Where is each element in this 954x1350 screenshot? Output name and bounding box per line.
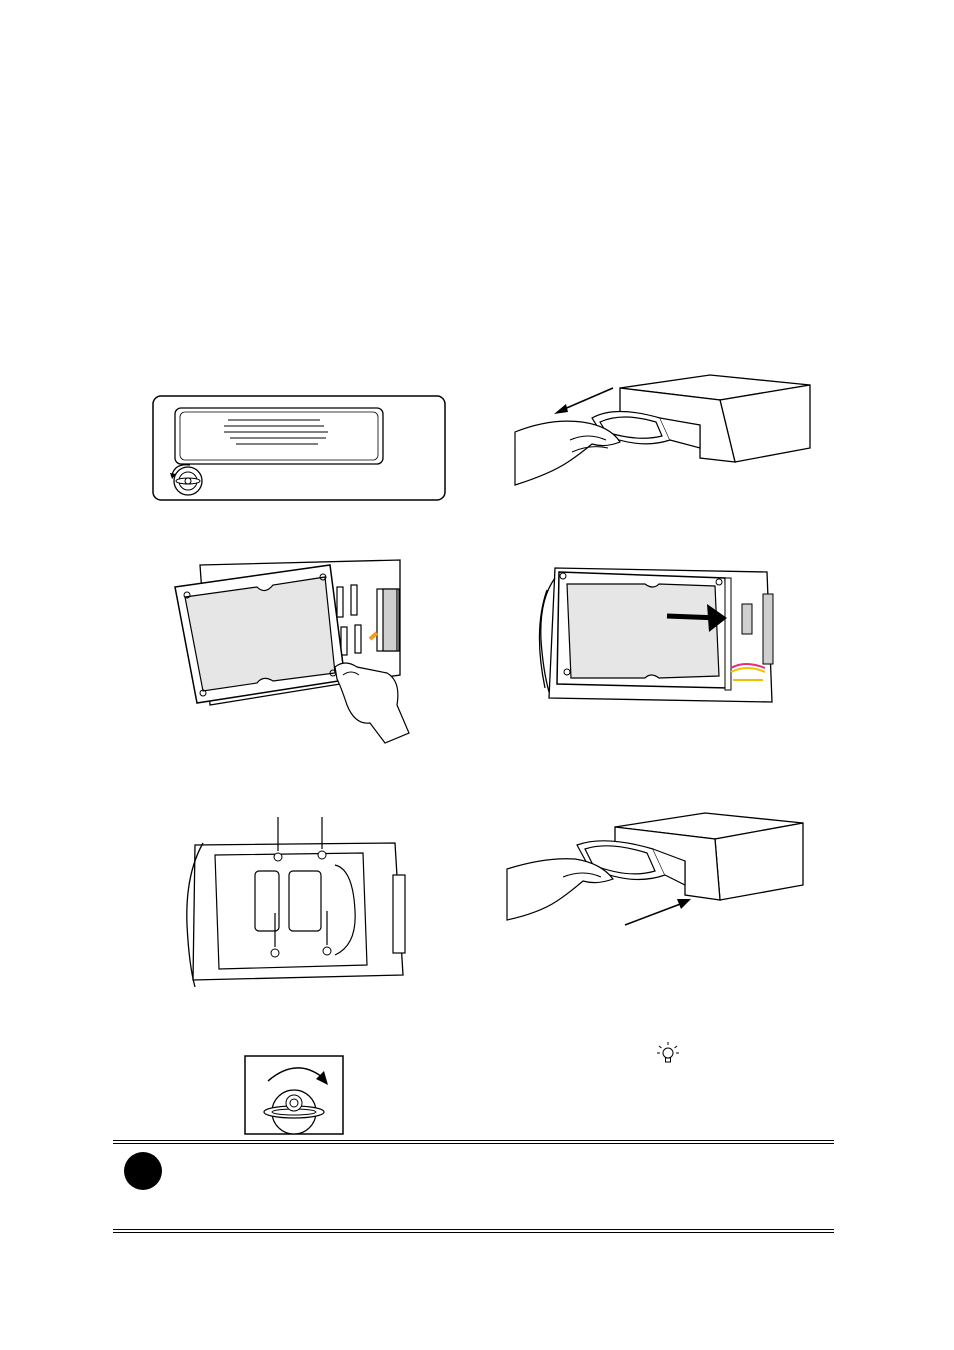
figure-lock-key (244, 1055, 344, 1135)
hdd-icon (175, 565, 345, 703)
hdd-icon (557, 572, 729, 688)
lightbulb-icon (655, 1040, 681, 1073)
figure-insert-hdd (165, 555, 410, 745)
figure-pull-out-tray (510, 370, 815, 490)
figure-front-panel (150, 393, 450, 505)
arrow-left-icon (554, 388, 613, 414)
note-bottom-rule (113, 1229, 834, 1233)
arrow-up-right-icon (625, 899, 691, 925)
figure-insert-tray (505, 805, 805, 930)
figure-push-hdd-connector (527, 560, 777, 705)
figure-fasten-screws (175, 815, 415, 995)
note-bullet-icon (124, 1152, 162, 1190)
note-top-rule (113, 1140, 834, 1144)
